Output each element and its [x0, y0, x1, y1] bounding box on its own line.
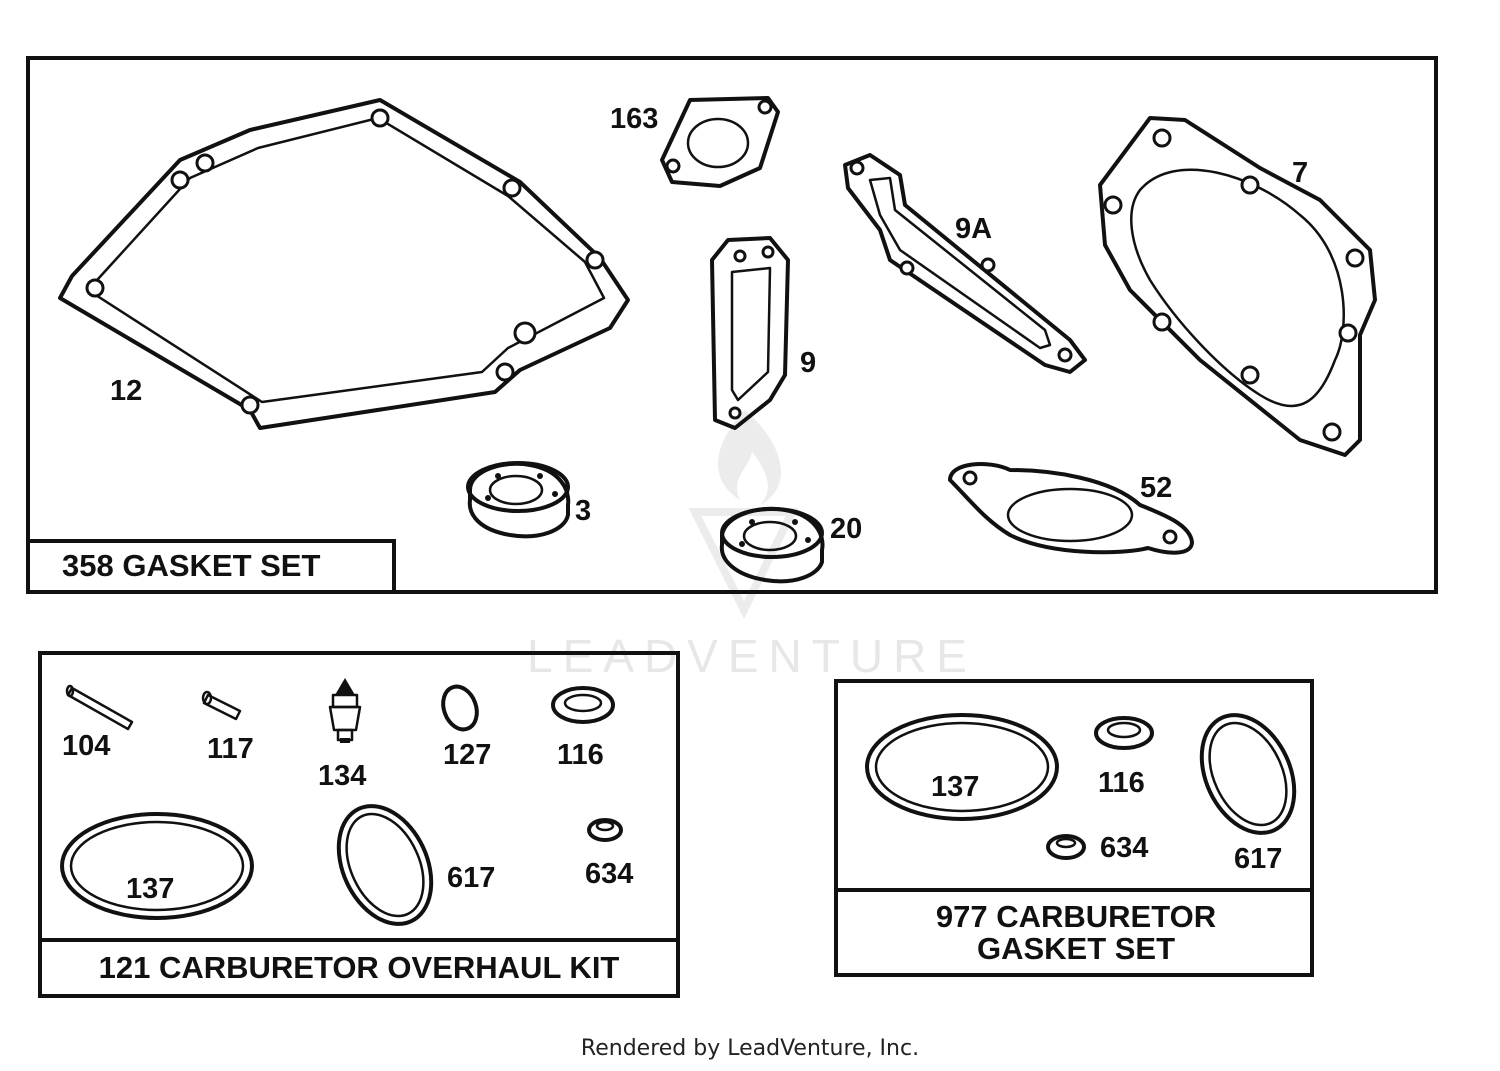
part-117-pin [201, 690, 242, 721]
callout-137-set: 137 [931, 771, 979, 803]
part-3-oil-seal [466, 461, 571, 539]
part-104-pin [65, 684, 134, 731]
carb-gasket-set-frame [834, 679, 1314, 977]
callout-104: 104 [62, 730, 110, 762]
part-617-o-ring-set [1199, 713, 1297, 835]
part-127-plug [441, 684, 479, 732]
watermark-v-icon [688, 508, 799, 620]
callout-634-set: 634 [1100, 832, 1148, 864]
watermark-flame-icon [718, 410, 781, 505]
part-617-o-ring [336, 804, 434, 926]
gasket-set-label-box [26, 539, 396, 594]
callout-617: 617 [447, 862, 495, 894]
carb-gasket-set-title-line1: 977 CARBURETOR [936, 899, 1216, 934]
callout-116: 116 [557, 739, 604, 771]
callout-163: 163 [610, 103, 658, 135]
watermark-text: LEADVENTURE [527, 630, 977, 682]
part-52-exhaust-gasket [948, 462, 1194, 555]
watermark: LEADVENTURE [527, 410, 977, 682]
callout-9a: 9A [955, 213, 992, 245]
part-12-crankcase-gasket [58, 98, 630, 430]
callout-12: 12 [110, 375, 142, 407]
part-137-gasket-ring-set [865, 713, 1059, 821]
callout-116-set: 116 [1098, 767, 1145, 799]
part-9-gasket [710, 236, 790, 430]
callout-134: 134 [318, 760, 366, 792]
callout-127: 127 [443, 739, 491, 771]
carb-gasket-set-title-line2: GASKET SET [977, 931, 1175, 966]
callout-3: 3 [575, 495, 591, 527]
part-20-oil-seal [719, 506, 825, 584]
callout-117: 117 [207, 733, 254, 765]
part-134-needle [328, 678, 362, 743]
callout-7: 7 [1292, 157, 1308, 189]
callout-9: 9 [800, 347, 816, 379]
footer-credit: Rendered by LeadVenture, Inc. [580, 1036, 920, 1061]
carb-gasket-set-panel: 977 CARBURETOR GASKET SET 137 116 634 61… [834, 679, 1314, 977]
callout-617-set: 617 [1234, 843, 1282, 875]
part-116-washer [551, 686, 615, 724]
gasket-set-title: 358 GASKET SET [62, 548, 320, 583]
part-634-washer-set [1046, 834, 1086, 860]
callout-52: 52 [1140, 472, 1172, 504]
part-634-washer [587, 818, 623, 842]
part-137-gasket-ring [60, 812, 254, 920]
gasket-set-frame [26, 56, 1438, 594]
callout-20: 20 [830, 513, 862, 545]
part-9a-gasket [843, 153, 1087, 374]
callout-137: 137 [126, 873, 174, 905]
part-116-washer-set [1094, 716, 1154, 750]
callout-634: 634 [585, 858, 633, 890]
part-7-head-gasket [1098, 116, 1377, 457]
overhaul-kit-panel: 121 CARBURETOR OVERHAUL KIT 104 117 134 … [38, 651, 680, 998]
gasket-set-panel: 358 GASKET SET 12 163 [26, 56, 1438, 594]
overhaul-kit-frame [38, 651, 680, 998]
part-163-gasket [660, 96, 780, 188]
overhaul-kit-title: 121 CARBURETOR OVERHAUL KIT [99, 950, 620, 985]
